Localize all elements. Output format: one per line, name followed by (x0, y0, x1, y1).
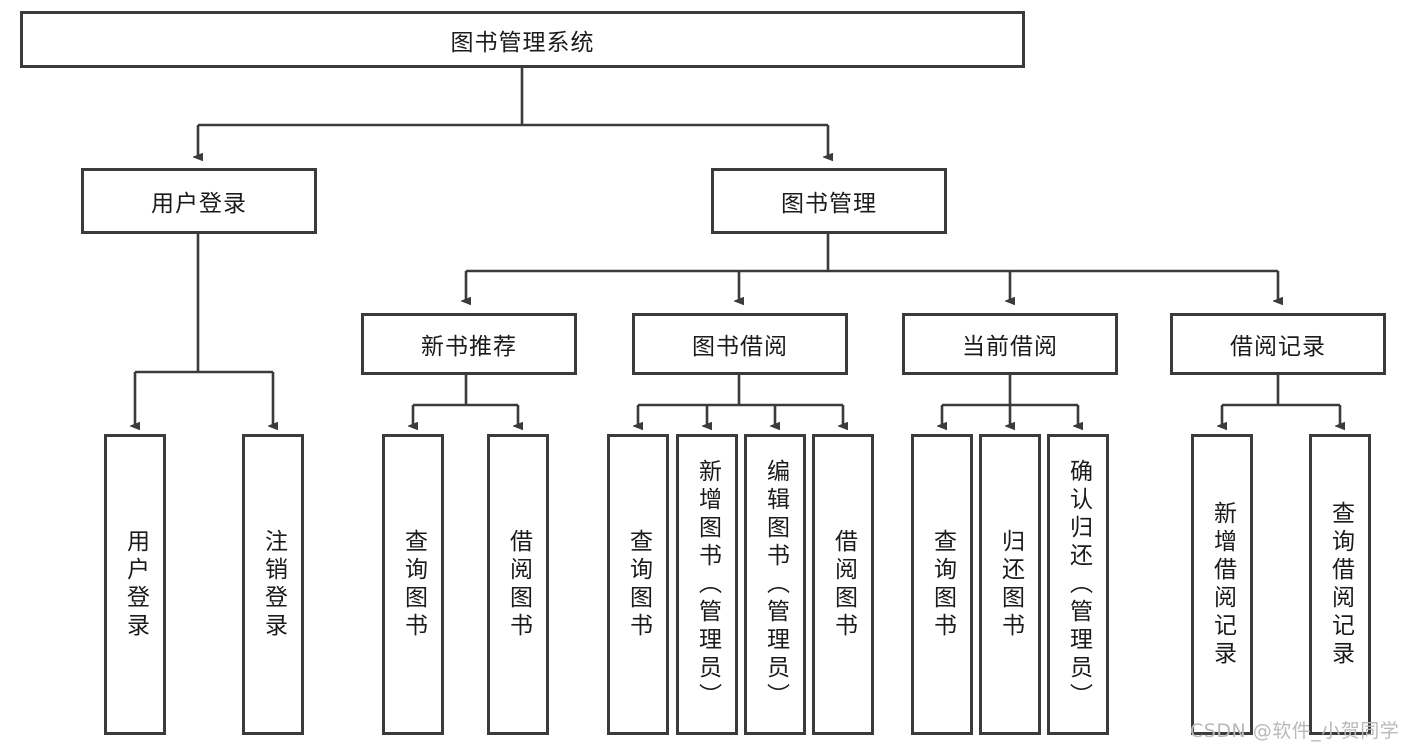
leaf-current-borrow-return[interactable]: 归还图书 (979, 434, 1041, 735)
node-label: 归还图书 (997, 528, 1024, 641)
leaf-current-borrow-confirm-return[interactable]: 确认归还（管理员） (1047, 434, 1109, 735)
leaf-new-book-query[interactable]: 查询图书 (382, 434, 444, 735)
node-label: 借阅图书 (505, 528, 532, 641)
node-label: 查询图书 (625, 528, 652, 641)
leaf-book-borrow-query[interactable]: 查询图书 (607, 434, 669, 735)
node-book-management[interactable]: 图书管理 (711, 168, 947, 234)
node-book-management-system[interactable]: 图书管理系统 (20, 11, 1025, 68)
node-label: 借阅记录 (1230, 334, 1326, 360)
node-label: 新增借阅记录 (1209, 500, 1236, 669)
node-label: 查询图书 (929, 528, 956, 641)
node-borrow-record[interactable]: 借阅记录 (1170, 313, 1386, 375)
leaf-user-login-login[interactable]: 用户登录 (104, 434, 166, 735)
node-label: 新增图书（管理员） (694, 458, 721, 711)
node-label: 图书借阅 (692, 334, 788, 360)
node-label: 用户登录 (151, 191, 247, 217)
node-current-borrow[interactable]: 当前借阅 (902, 313, 1118, 375)
leaf-book-borrow-borrow[interactable]: 借阅图书 (812, 434, 874, 735)
node-new-book-recommend[interactable]: 新书推荐 (361, 313, 577, 375)
leaf-user-login-logout[interactable]: 注销登录 (242, 434, 304, 735)
node-label: 图书管理 (781, 191, 877, 217)
node-label: 借阅图书 (830, 528, 857, 641)
watermark-text: CSDN @软件_小贺同学 (1190, 720, 1400, 742)
node-label: 图书管理系统 (450, 29, 595, 56)
node-user-login[interactable]: 用户登录 (81, 168, 317, 234)
leaf-borrow-record-add[interactable]: 新增借阅记录 (1191, 434, 1253, 735)
node-label: 编辑图书（管理员） (762, 458, 789, 711)
leaf-borrow-record-query[interactable]: 查询借阅记录 (1309, 434, 1371, 735)
leaf-current-borrow-query[interactable]: 查询图书 (911, 434, 973, 735)
leaf-book-borrow-edit[interactable]: 编辑图书（管理员） (744, 434, 806, 735)
node-label: 新书推荐 (421, 334, 517, 360)
node-book-borrow[interactable]: 图书借阅 (632, 313, 848, 375)
node-label: 当前借阅 (962, 334, 1058, 360)
node-label: 查询借阅记录 (1327, 500, 1354, 669)
node-label: 查询图书 (400, 528, 427, 641)
leaf-new-book-borrow[interactable]: 借阅图书 (487, 434, 549, 735)
node-label: 注销登录 (260, 528, 287, 641)
leaf-book-borrow-add[interactable]: 新增图书（管理员） (676, 434, 738, 735)
node-label: 确认归还（管理员） (1065, 458, 1092, 711)
node-label: 用户登录 (122, 528, 149, 641)
